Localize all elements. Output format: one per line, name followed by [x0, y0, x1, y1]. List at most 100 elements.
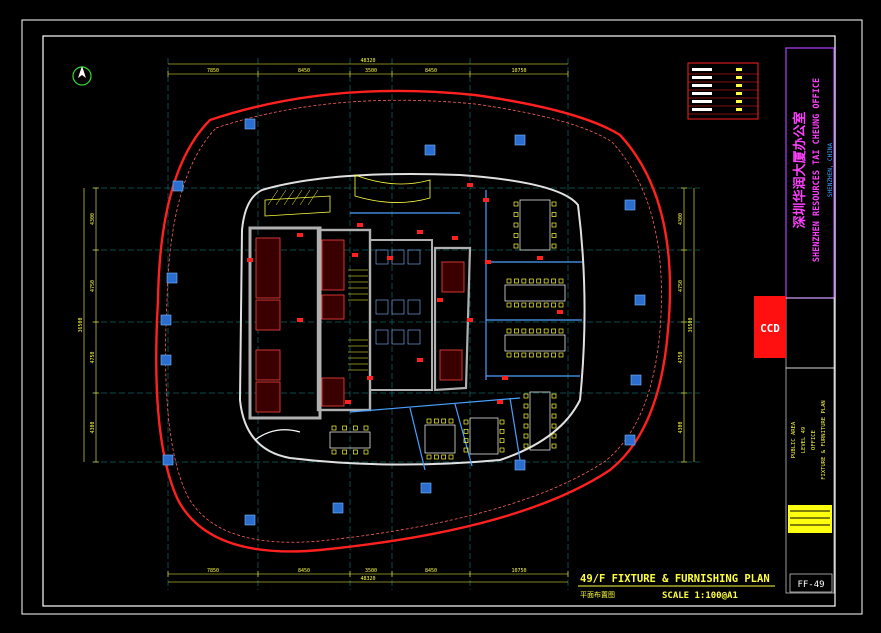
chair — [523, 403, 529, 409]
curtain-wall — [155, 89, 672, 553]
door-tag — [497, 400, 503, 404]
chair — [506, 302, 512, 308]
chair — [499, 438, 505, 444]
meeting-table — [519, 199, 551, 251]
column — [244, 118, 256, 130]
chair — [551, 212, 557, 217]
legend-row-mark — [736, 92, 742, 95]
chair — [543, 278, 549, 284]
column — [162, 454, 174, 466]
structural-columns — [160, 118, 646, 526]
reception-desk — [254, 429, 301, 441]
legend-row-swatch — [692, 108, 712, 111]
chair — [463, 428, 469, 434]
dim-bottom-segment: 8450 — [298, 568, 310, 574]
chair — [513, 222, 519, 228]
chair — [506, 328, 512, 334]
chair — [558, 302, 564, 308]
chair — [352, 425, 358, 431]
door-tag — [483, 198, 489, 202]
chair — [499, 419, 505, 425]
dim-left-segment: 4300 — [90, 213, 96, 225]
dim-right-segment: 4750 — [678, 351, 684, 363]
chair — [441, 418, 447, 424]
legend-row-mark — [736, 100, 742, 103]
legend-row-swatch — [692, 100, 712, 103]
chair — [363, 425, 369, 431]
partitions — [349, 190, 582, 471]
legend-row-swatch — [692, 68, 712, 71]
title-block-info-line: LEVEL 49 — [801, 427, 807, 454]
title-block-info-line: FIXTURE & FURNITURE PLAN — [821, 400, 827, 479]
building-envelope — [238, 173, 586, 466]
chair — [352, 449, 358, 455]
door-tag — [387, 256, 393, 260]
column — [634, 294, 646, 306]
dim-bottom-segment: 3500 — [365, 568, 377, 574]
dim-top-overall: 48320 — [360, 58, 375, 64]
building-core — [248, 226, 472, 420]
chair — [551, 243, 557, 249]
chair — [551, 278, 556, 284]
project-location: SHENZHEN, CHINA — [827, 143, 834, 198]
dim-right-segment: 4300 — [678, 213, 684, 225]
door-tag — [357, 223, 363, 227]
title-block-info-line: PUBLIC AREA — [791, 421, 797, 458]
column — [420, 482, 432, 494]
chair — [514, 328, 519, 334]
column — [172, 180, 184, 192]
column — [160, 314, 172, 326]
chair — [536, 352, 542, 358]
dim-right-segment: 4750 — [678, 280, 684, 292]
chair — [551, 233, 557, 238]
meeting-table — [504, 334, 566, 352]
dim-left-segment: 4300 — [90, 421, 96, 433]
column — [514, 459, 526, 471]
inner-frame — [42, 35, 836, 607]
door-tag — [297, 233, 303, 237]
meeting-table — [529, 391, 551, 451]
approval-stamp-block — [788, 505, 832, 533]
chair — [551, 433, 557, 439]
chair — [551, 413, 557, 419]
column — [424, 144, 436, 156]
chair — [331, 425, 337, 431]
chair — [558, 352, 564, 358]
chair — [551, 393, 557, 399]
chair — [499, 447, 505, 453]
drawing-scale: SCALE 1:100@A1 — [662, 591, 738, 601]
dim-bottom-segment: 8450 — [425, 568, 437, 574]
chair — [426, 418, 432, 424]
dim-bottom-overall: 48320 — [360, 576, 375, 582]
chair — [523, 413, 529, 419]
column — [624, 199, 636, 211]
column — [332, 502, 344, 514]
curved-bench — [354, 174, 431, 203]
chair — [536, 328, 542, 334]
chair — [536, 302, 542, 308]
chair — [558, 328, 564, 334]
legend-row-swatch — [692, 76, 712, 79]
chair — [448, 454, 454, 460]
feature-wall-hatch — [267, 189, 319, 206]
door-tag — [417, 230, 423, 234]
door-tag — [557, 310, 563, 314]
structural-grid — [92, 58, 700, 590]
chair — [528, 278, 534, 284]
chair — [528, 302, 534, 308]
door-tag — [297, 318, 303, 322]
chair — [521, 278, 527, 284]
legend-row-mark — [736, 108, 742, 111]
north-arrow-icon — [72, 66, 92, 86]
chair — [543, 328, 549, 334]
door-tag — [437, 298, 443, 302]
column — [514, 134, 526, 146]
chair — [543, 352, 549, 358]
chair — [342, 425, 348, 431]
chair — [551, 443, 557, 449]
title-block: CCD 深圳华润大厦办公室 SHENZHEN RESOURCES TAI CHE… — [754, 47, 835, 594]
dim-top-segment: 7850 — [207, 68, 219, 74]
outer-frame — [21, 19, 863, 615]
chair — [331, 449, 337, 455]
